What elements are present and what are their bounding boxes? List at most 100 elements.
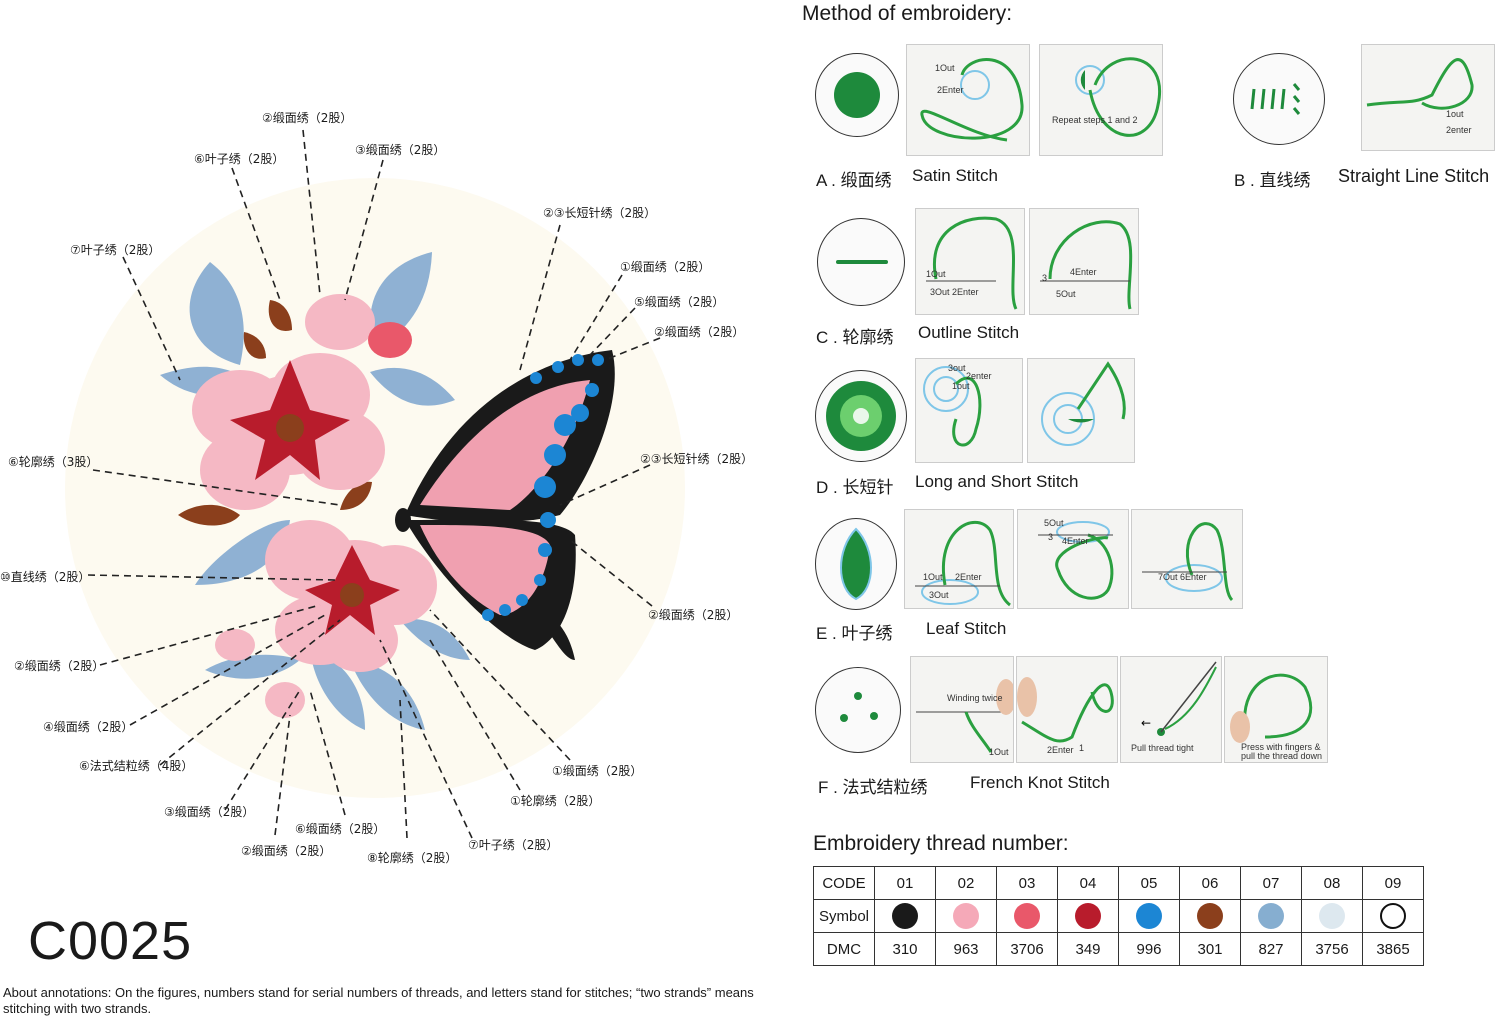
leaf-en-label: Leaf Stitch <box>926 619 1007 638</box>
code-cell: 07 <box>1240 866 1302 900</box>
leaf-step1-photo: 1Out 2Enter 3Out <box>904 509 1014 609</box>
row-label-symbol: Symbol <box>813 899 875 933</box>
label-leaf-7-bottom: ⑦叶子绣（2股） <box>468 838 559 852</box>
label-outline-1: ①轮廓绣（2股） <box>510 794 601 808</box>
row-label-dmc: DMC <box>813 932 875 966</box>
straight-step-photo: 1out 2enter <box>1361 44 1495 151</box>
dmc-cell: 996 <box>1118 932 1180 966</box>
label-satin-6: ⑥缎面绣（2股） <box>295 822 386 836</box>
color-swatch <box>1014 903 1040 929</box>
code-cell: 08 <box>1301 866 1363 900</box>
dmc-cell: 310 <box>874 932 936 966</box>
leaf-sample-circle <box>815 518 897 610</box>
brown-leaves <box>178 300 372 526</box>
color-swatch <box>1319 903 1345 929</box>
thread-title: Embroidery thread number: <box>813 832 1069 855</box>
label-outline-8: ⑧轮廓绣（2股） <box>367 851 458 865</box>
design-code: C0025 <box>28 911 193 971</box>
dmc-cell: 3865 <box>1362 932 1424 966</box>
french-knot-step4-photo: Press with fingers & pull the thread dow… <box>1224 656 1328 763</box>
label-satin-2-right: ②缎面绣（2股） <box>654 325 745 339</box>
outline-step1-photo: 1Out 3Out 2Enter <box>915 208 1025 315</box>
long-short-step2-photo <box>1027 358 1135 463</box>
color-swatch <box>892 903 918 929</box>
method-title: Method of embroidery: <box>802 2 1013 25</box>
long-short-sample-circle <box>815 370 907 462</box>
french-knot-step2-photo: 2Enter 1 <box>1016 656 1118 763</box>
thread-code-row: CODE 01 02 03 04 05 06 07 08 09 <box>813 866 1424 900</box>
leader-lines <box>87 129 661 839</box>
french-knot-sample-circle <box>815 667 901 753</box>
outline-step2-photo: 3 4Enter 5Out <box>1029 208 1139 315</box>
label-satin-3-bottom: ③缎面绣（2股） <box>164 805 255 819</box>
buds <box>215 294 412 718</box>
dmc-cell: 301 <box>1179 932 1241 966</box>
satin-step2-photo: Repeat steps 1 and 2 <box>1039 44 1163 156</box>
label-straight-10: ⑩直线绣（2股） <box>0 570 91 584</box>
embroidery-artwork <box>65 129 685 839</box>
satin-en-label: Satin Stitch <box>912 166 998 185</box>
outline-sample-circle <box>817 218 905 306</box>
color-swatch <box>1380 903 1406 929</box>
french-knot-step3-photo: ← Pull thread tight <box>1120 656 1222 763</box>
label-leaf-7-top: ⑦叶子绣（2股） <box>70 243 161 257</box>
leaf-cn-label: E . 叶子绣 <box>816 624 893 643</box>
color-swatch <box>953 903 979 929</box>
french-knot-cn-label: F . 法式结粒绣 <box>818 778 928 797</box>
label-satin-2-left: ②缎面绣（2股） <box>14 659 105 673</box>
french-knot-step1-photo: Winding twice 1Out <box>910 656 1014 763</box>
straight-sample-circle <box>1233 53 1325 145</box>
color-swatch <box>1197 903 1223 929</box>
thread-symbol-row: Symbol <box>813 899 1424 933</box>
straight-en-label: Straight Line Stitch <box>1338 166 1490 186</box>
top-flower <box>192 353 385 510</box>
thread-dmc-row: DMC 310 963 3706 349 996 301 827 3756 38… <box>813 932 1424 966</box>
long-short-en-label: Long and Short Stitch <box>915 472 1079 491</box>
code-cell: 05 <box>1118 866 1180 900</box>
color-swatch <box>1258 903 1284 929</box>
code-cell: 01 <box>874 866 936 900</box>
label-satin-1-bottom: ①缎面绣（2股） <box>552 764 643 778</box>
code-cell: 09 <box>1362 866 1424 900</box>
outline-cn-label: C . 轮廓绣 <box>816 328 894 347</box>
leaf-step3-photo: 7Out 6Enter <box>1131 509 1243 609</box>
code-cell: 03 <box>996 866 1058 900</box>
long-short-cn-label: D . 长短针 <box>816 478 894 497</box>
leaf-step2-photo: 5Out 3 4Enter <box>1017 509 1129 609</box>
bottom-flower <box>265 520 437 672</box>
thread-table: CODE 01 02 03 04 05 06 07 08 09 Symbol D… <box>813 866 1424 966</box>
label-satin-4: ④缎面绣（2股） <box>43 720 134 734</box>
dmc-cell: 3706 <box>996 932 1058 966</box>
label-satin-5: ⑤缎面绣（2股） <box>634 295 725 309</box>
code-cell: 04 <box>1057 866 1119 900</box>
hoop-background <box>65 178 685 798</box>
code-cell: 02 <box>935 866 997 900</box>
color-swatch <box>1075 903 1101 929</box>
straight-cn-label: B . 直线绣 <box>1234 171 1311 190</box>
label-satin-3-top: ③缎面绣（2股） <box>355 143 446 157</box>
label-satin-2-bottom: ②缎面绣（2股） <box>241 844 332 858</box>
label-french-knot: ⑥法式结粒绣（4股） <box>79 759 194 773</box>
code-cell: 06 <box>1179 866 1241 900</box>
dmc-cell: 827 <box>1240 932 1302 966</box>
label-satin-2-wing: ②缎面绣（2股） <box>648 608 739 622</box>
satin-sample-circle <box>815 53 899 137</box>
row-label-code: CODE <box>813 866 875 900</box>
butterfly <box>395 350 615 660</box>
label-satin-2-top: ②缎面绣（2股） <box>262 111 353 125</box>
label-long-short-top: ②③长短针绣（2股） <box>543 206 657 220</box>
satin-cn-label: A . 缎面绣 <box>816 171 892 190</box>
label-satin-1-right: ①缎面绣（2股） <box>620 260 711 274</box>
french-knot-en-label: French Knot Stitch <box>970 773 1110 792</box>
satin-step1-photo: 1Out 2Enter <box>906 44 1030 156</box>
dmc-cell: 963 <box>935 932 997 966</box>
dmc-cell: 3756 <box>1301 932 1363 966</box>
color-swatch <box>1136 903 1162 929</box>
annotation-note: About annotations: On the figures, numbe… <box>3 985 754 1016</box>
long-short-step1-photo: 3out 2enter 1out <box>915 358 1023 463</box>
outline-en-label: Outline Stitch <box>918 323 1020 342</box>
label-leaf-6: ⑥叶子绣（2股） <box>194 152 285 166</box>
label-long-short-mid: ②③长短针绣（2股） <box>640 452 754 466</box>
label-outline-6: ⑥轮廓绣（3股） <box>8 455 99 469</box>
dmc-cell: 349 <box>1057 932 1119 966</box>
